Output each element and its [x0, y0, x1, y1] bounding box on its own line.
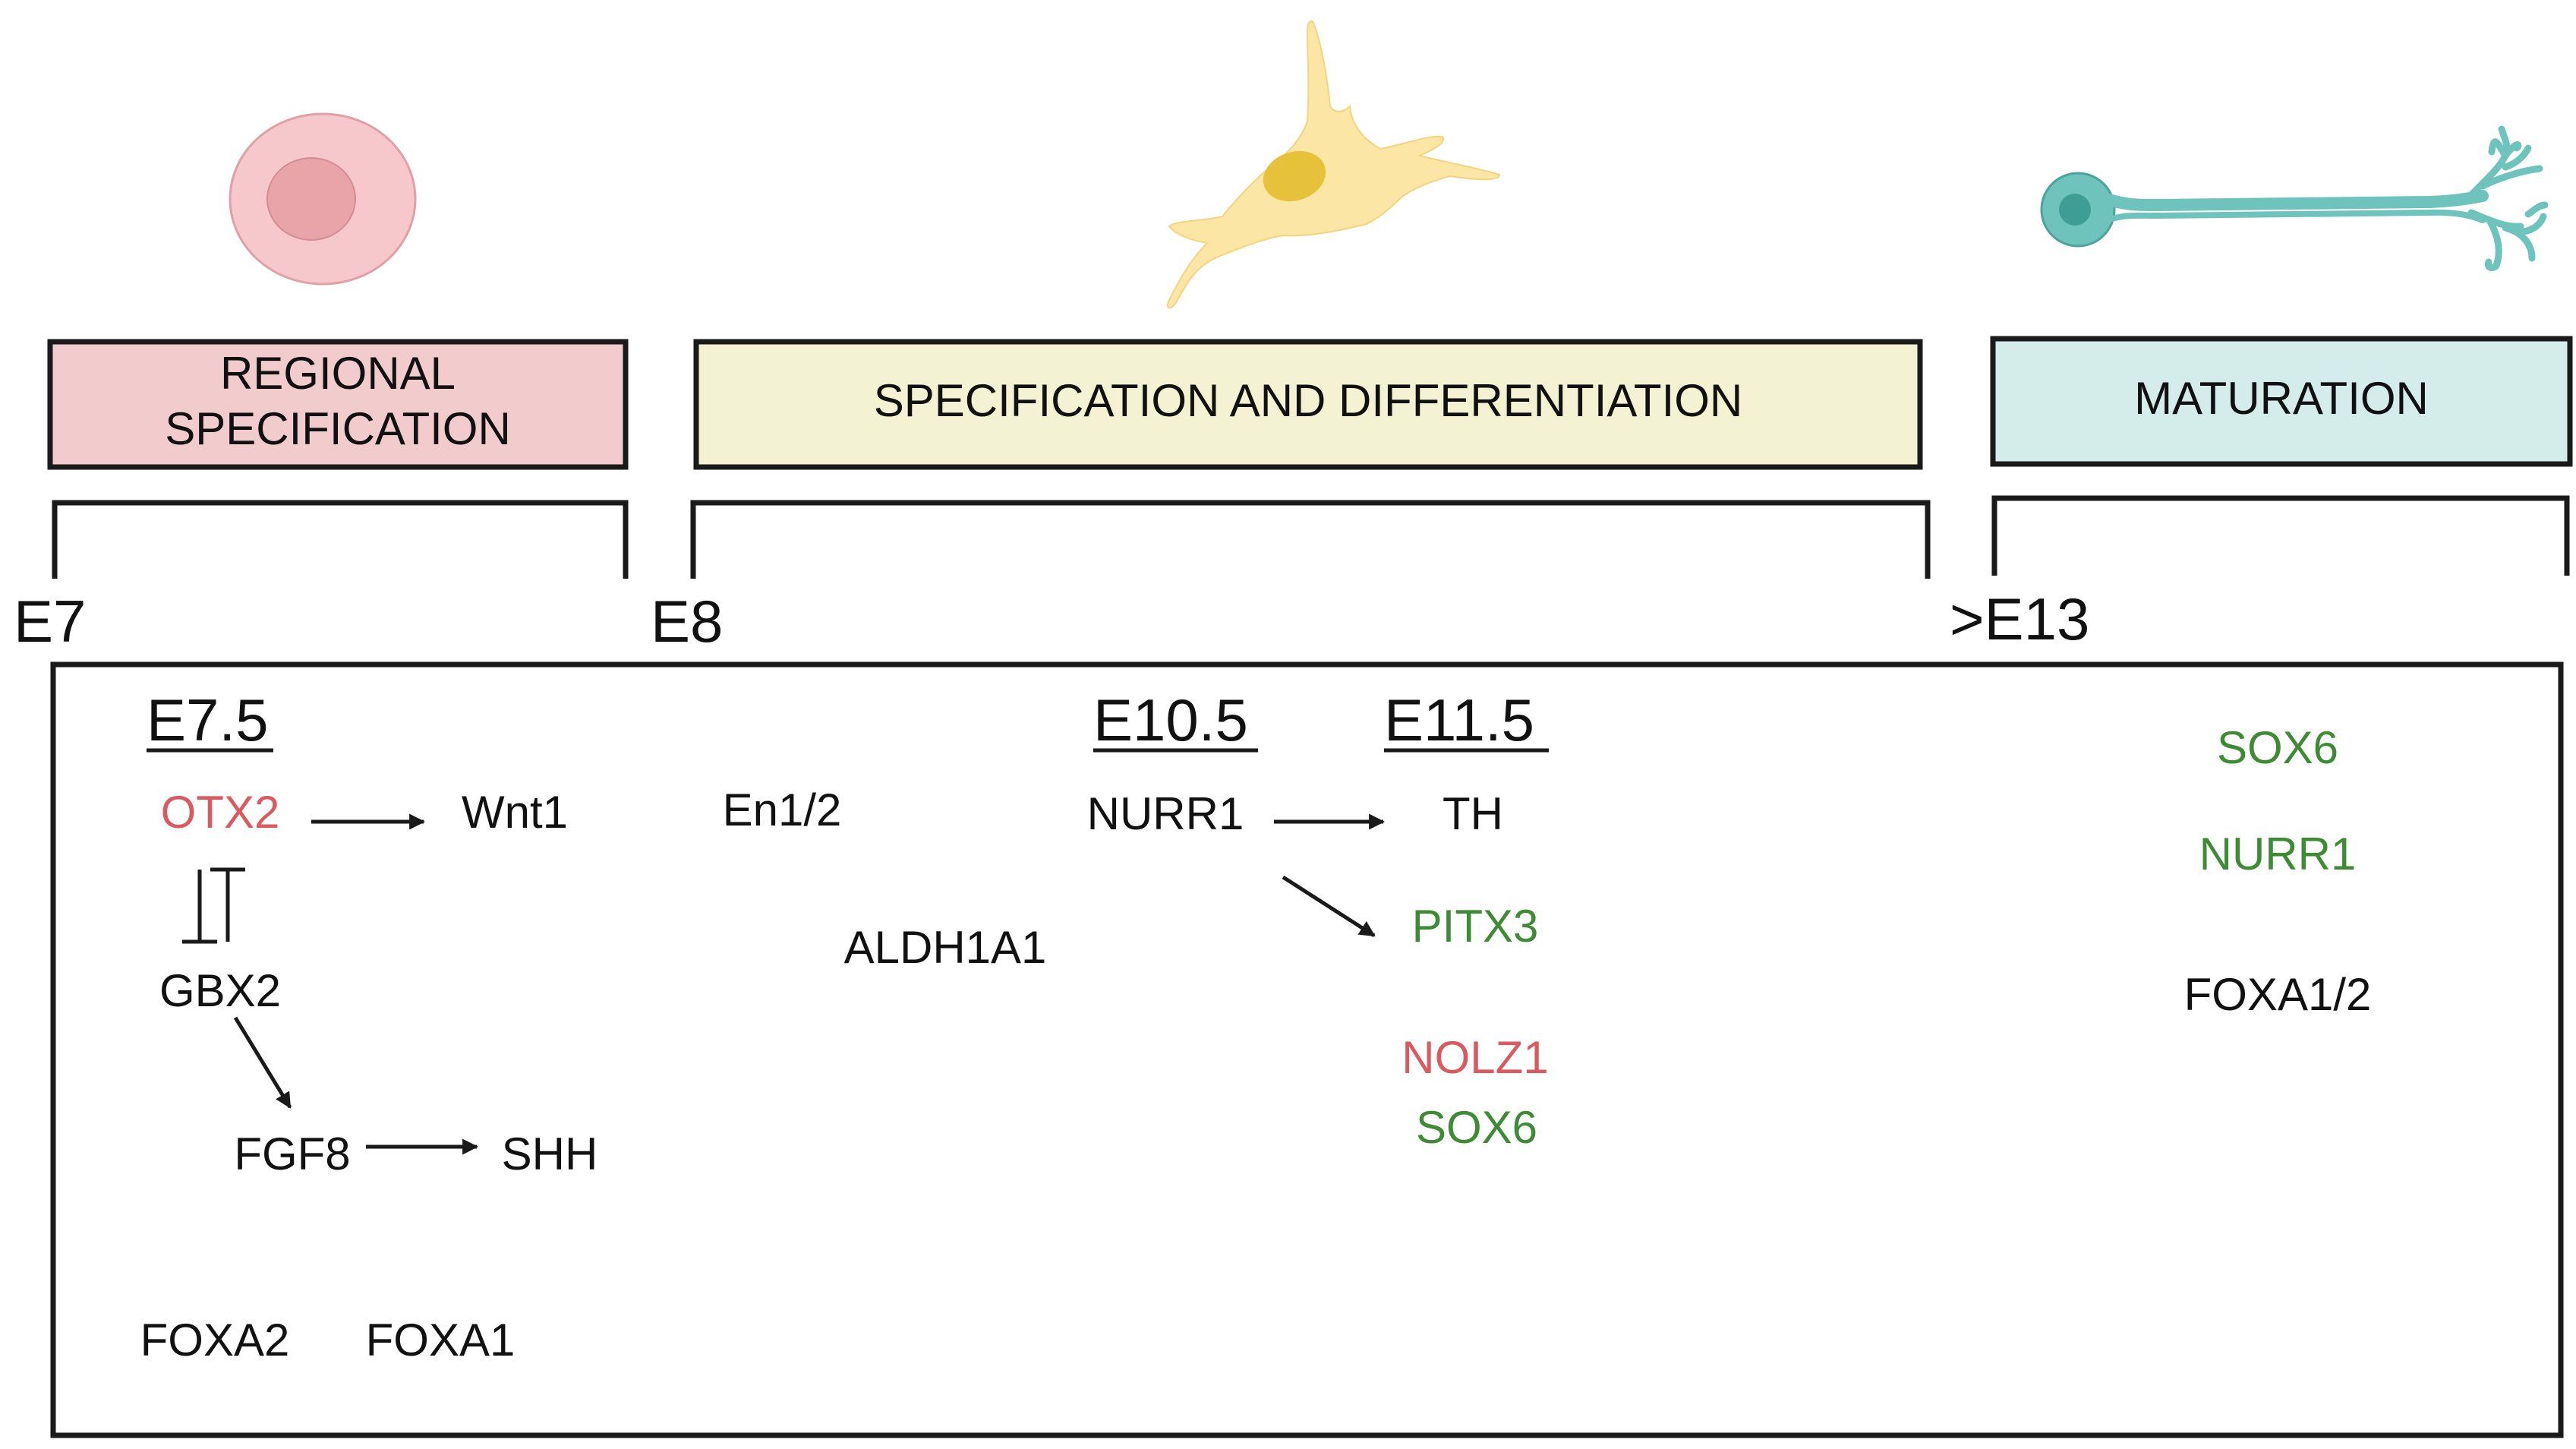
gene-pitx3: PITX3 — [1412, 901, 1539, 952]
gene-en1-2: En1/2 — [723, 784, 842, 835]
stage-box-specification: SPECIFICATION AND DIFFERENTIATION — [693, 339, 1923, 470]
gene-foxa1: FOXA1 — [366, 1315, 516, 1365]
arrow-gbx2-to-fgf8 — [233, 1016, 292, 1109]
stage-label-specification: SPECIFICATION AND DIFFERENTIATION — [874, 375, 1743, 426]
arrow-nurr1-to-pitx3 — [1282, 875, 1376, 938]
heading-e11-5: E11.5 — [1384, 687, 1534, 753]
mature-neuron-icon — [2040, 125, 2549, 271]
stage-label-regional-line1: REGIONAL — [220, 348, 456, 399]
gene-aldh1a1: ALDH1A1 — [844, 922, 1047, 973]
gene-foxa1-2: FOXA1/2 — [2184, 969, 2372, 1020]
timeline-label-e7: E7 — [14, 588, 86, 655]
gene-foxa2: FOXA2 — [140, 1315, 290, 1365]
gene-gbx2: GBX2 — [159, 965, 281, 1016]
heading-e7-5: E7.5 — [147, 687, 268, 753]
stage-label-regional-line2: SPECIFICATION — [165, 403, 511, 454]
gene-fgf8: FGF8 — [234, 1129, 350, 1179]
time-bracket-specification — [690, 500, 1931, 579]
gene-sox6-maturation: SOX6 — [2217, 722, 2338, 773]
stage-box-regional: REGIONAL SPECIFICATION — [47, 339, 629, 470]
gene-wnt1: Wnt1 — [462, 787, 568, 838]
timeline-label-e8: E8 — [651, 588, 723, 655]
time-bracket-regional — [52, 500, 629, 579]
gene-otx2: OTX2 — [161, 787, 280, 838]
gene-expression-panel — [50, 661, 2564, 1438]
round-progenitor-cell-icon — [229, 112, 417, 286]
gene-sox6-e11-5: SOX6 — [1416, 1102, 1537, 1153]
gene-nurr1-maturation: NURR1 — [2199, 829, 2357, 879]
timeline-label-e13: >E13 — [1950, 586, 2089, 652]
migrating-neuroblast-icon — [1167, 20, 1501, 309]
heading-e10-5: E10.5 — [1093, 687, 1248, 753]
gene-shh: SHH — [502, 1129, 598, 1179]
gene-th: TH — [1442, 788, 1503, 839]
mutual-repression-symbol — [182, 867, 245, 944]
stage-label-maturation: MATURATION — [2134, 373, 2429, 424]
gene-nolz1: NOLZ1 — [1402, 1032, 1548, 1083]
time-bracket-maturation — [1991, 495, 2570, 576]
stage-box-maturation: MATURATION — [1990, 336, 2573, 467]
gene-nurr1-e10-5: NURR1 — [1087, 788, 1244, 839]
